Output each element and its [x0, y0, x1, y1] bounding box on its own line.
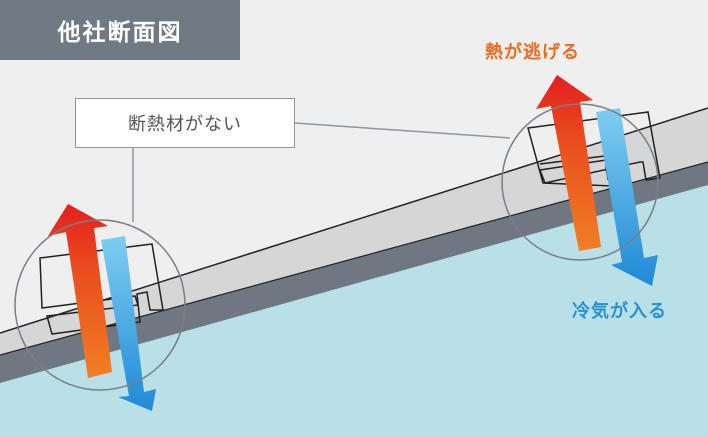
left-heat-arrow: [48, 204, 112, 378]
callout-leader-right: [294, 122, 511, 139]
left-fastener-profile: [39, 243, 164, 335]
cold-enters-label: 冷気が入る: [572, 301, 667, 322]
roof-base-layer: [0, 162, 708, 383]
roof-upper-layer: [0, 108, 708, 355]
right-heat-arrow: [536, 75, 601, 251]
no-insulation-callout: 断熱材がない: [75, 98, 295, 148]
heat-escapes-label: 熱が逃げる: [485, 42, 580, 63]
right-magnifier-circle: [501, 103, 659, 261]
interior-area: [0, 185, 708, 437]
left-magnifier-circle: [14, 219, 186, 391]
right-cold-arrow: [596, 108, 658, 286]
diagram-title: 他社断面図: [0, 0, 240, 60]
left-cold-arrow: [101, 236, 156, 411]
